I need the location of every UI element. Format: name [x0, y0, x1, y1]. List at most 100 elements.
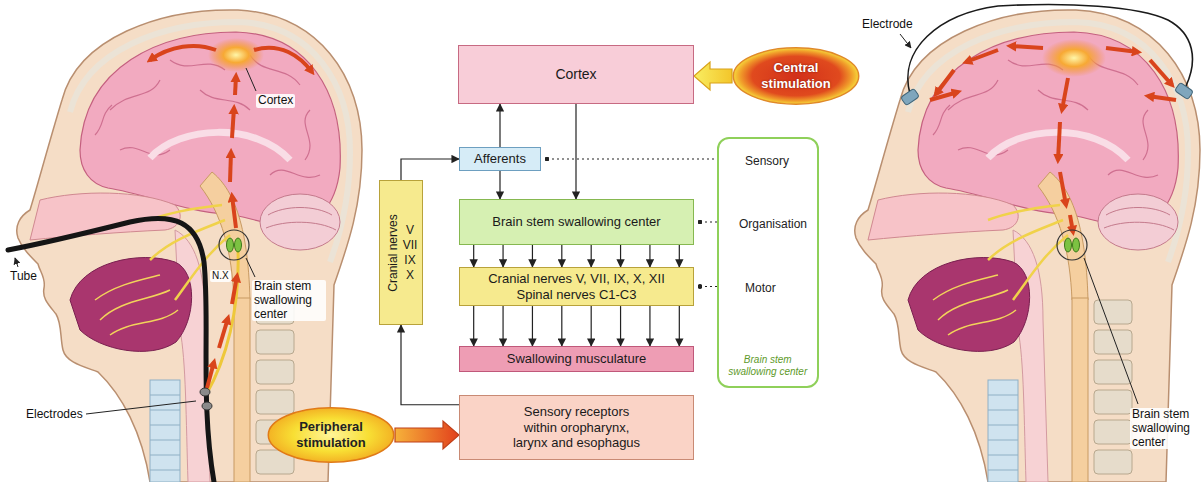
right-head	[900, 34, 911, 48]
process-box: Sensory receptors within oropharynx, lar…	[459, 395, 694, 460]
left-head	[202, 402, 212, 410]
right-head	[1148, 96, 1176, 100]
flow-arrow	[473, 306, 474, 346]
stage-label: Motor	[745, 281, 776, 295]
process-box: Cranial nerves V, VII, IX, X, XII Spinal…	[459, 267, 694, 306]
dotted-link	[700, 221, 717, 222]
flow-arrow	[679, 306, 680, 346]
process-box: Swallowing musculature	[459, 346, 694, 372]
part-label: Brain stem swallowing center	[252, 280, 326, 321]
stimulation-ellipse: Peripheral stimulation	[267, 407, 395, 463]
left-head	[232, 276, 237, 304]
flow-arrow	[499, 104, 500, 147]
node-text: Swallowing musculature	[507, 351, 646, 367]
left-head	[15, 68, 256, 414]
left-head	[232, 108, 234, 138]
ellipse-shape	[268, 408, 393, 462]
left-head	[86, 401, 196, 414]
right-head	[966, 50, 998, 62]
flow-arrow	[532, 306, 533, 346]
left-head	[206, 250, 238, 395]
left-head	[227, 238, 234, 252]
flow-arrow	[649, 306, 650, 346]
flow-arrow	[591, 245, 592, 267]
flow-arrow	[401, 159, 459, 180]
flow-arrow	[502, 245, 503, 267]
right-head	[930, 92, 958, 100]
left-head	[219, 230, 249, 260]
right-head	[1058, 122, 1060, 160]
node-text: Peripheral stimulation	[286, 419, 376, 450]
right-head	[1106, 48, 1138, 52]
part-label: Tube	[8, 270, 39, 284]
node-text: Cortex	[555, 66, 596, 83]
process-box: Cortex	[458, 45, 694, 104]
node-text: Central stimulation	[751, 60, 841, 91]
node-text: Sensory receptors within oropharynx, lar…	[509, 404, 644, 451]
stage-label: Sensory	[745, 154, 789, 168]
stimulation-arrow	[395, 421, 459, 449]
left-head	[230, 152, 231, 182]
part-label: Electrodes	[24, 408, 85, 422]
left-head	[150, 46, 216, 60]
left-head	[235, 76, 236, 95]
right-head	[1062, 78, 1068, 110]
left-head	[219, 318, 228, 348]
flow-arrow	[473, 245, 474, 267]
ellipse-shape	[733, 48, 858, 104]
flow-arrow	[575, 104, 576, 199]
part-label: Brain stem swallowing center	[1130, 408, 1203, 449]
left-head	[235, 238, 242, 252]
flow-arrow	[401, 325, 459, 405]
left-head	[246, 258, 255, 277]
flow-arrow	[561, 245, 562, 267]
flow-arrow	[532, 245, 533, 267]
right-head	[1057, 230, 1087, 260]
part-label: Electrode	[860, 18, 915, 32]
right-head	[1073, 238, 1080, 252]
node-text: Cranial nerves V, VII, IX, X, XII Spinal…	[471, 271, 683, 302]
right-head	[936, 70, 954, 94]
left-head	[150, 46, 312, 388]
flow-arrow	[620, 306, 621, 346]
right-head	[908, 5, 1193, 94]
nerve-box: Cranial nervesV VII IX X	[379, 180, 423, 325]
right-head	[1060, 172, 1066, 205]
left-head	[246, 68, 256, 91]
node-text: Cranial nerves	[386, 214, 400, 291]
right-head	[1065, 238, 1072, 252]
flow-arrow	[502, 306, 503, 346]
left-head	[200, 388, 210, 396]
node-text: V VII IX X	[401, 223, 419, 283]
group-frame: SensoryOrganisationMotorBrain stem swall…	[717, 137, 819, 388]
flow-arrow	[649, 245, 650, 267]
right-head	[900, 34, 1138, 404]
part-label: N.X	[210, 270, 231, 282]
part-label: Cortex	[256, 94, 295, 108]
flow-arrow	[620, 245, 621, 267]
flow-arrow	[679, 245, 680, 267]
stimulation-arrow	[694, 62, 732, 90]
flow-arrow	[591, 306, 592, 346]
right-head	[901, 88, 920, 105]
left-head	[232, 196, 236, 228]
right-head	[1150, 60, 1172, 85]
right-head	[1084, 258, 1138, 404]
stage-label: Organisation	[739, 217, 807, 231]
left-head	[15, 258, 18, 267]
process-box: Afferents	[459, 147, 541, 171]
stage-label: Brain stem swallowing center	[721, 354, 815, 378]
left-head	[208, 38, 264, 72]
node-text: Brain stem swallowing center	[492, 214, 660, 230]
dotted-link	[547, 158, 717, 159]
left-head	[207, 362, 214, 388]
flow-arrow	[499, 171, 500, 199]
process-box: Brain stem swallowing center	[459, 199, 694, 245]
right-head	[1175, 82, 1194, 99]
node-text: Afferents	[474, 151, 526, 167]
dotted-link	[700, 286, 717, 287]
stimulation-ellipse: Central stimulation	[732, 47, 860, 105]
left-head	[254, 48, 312, 72]
right-head	[1042, 39, 1106, 77]
